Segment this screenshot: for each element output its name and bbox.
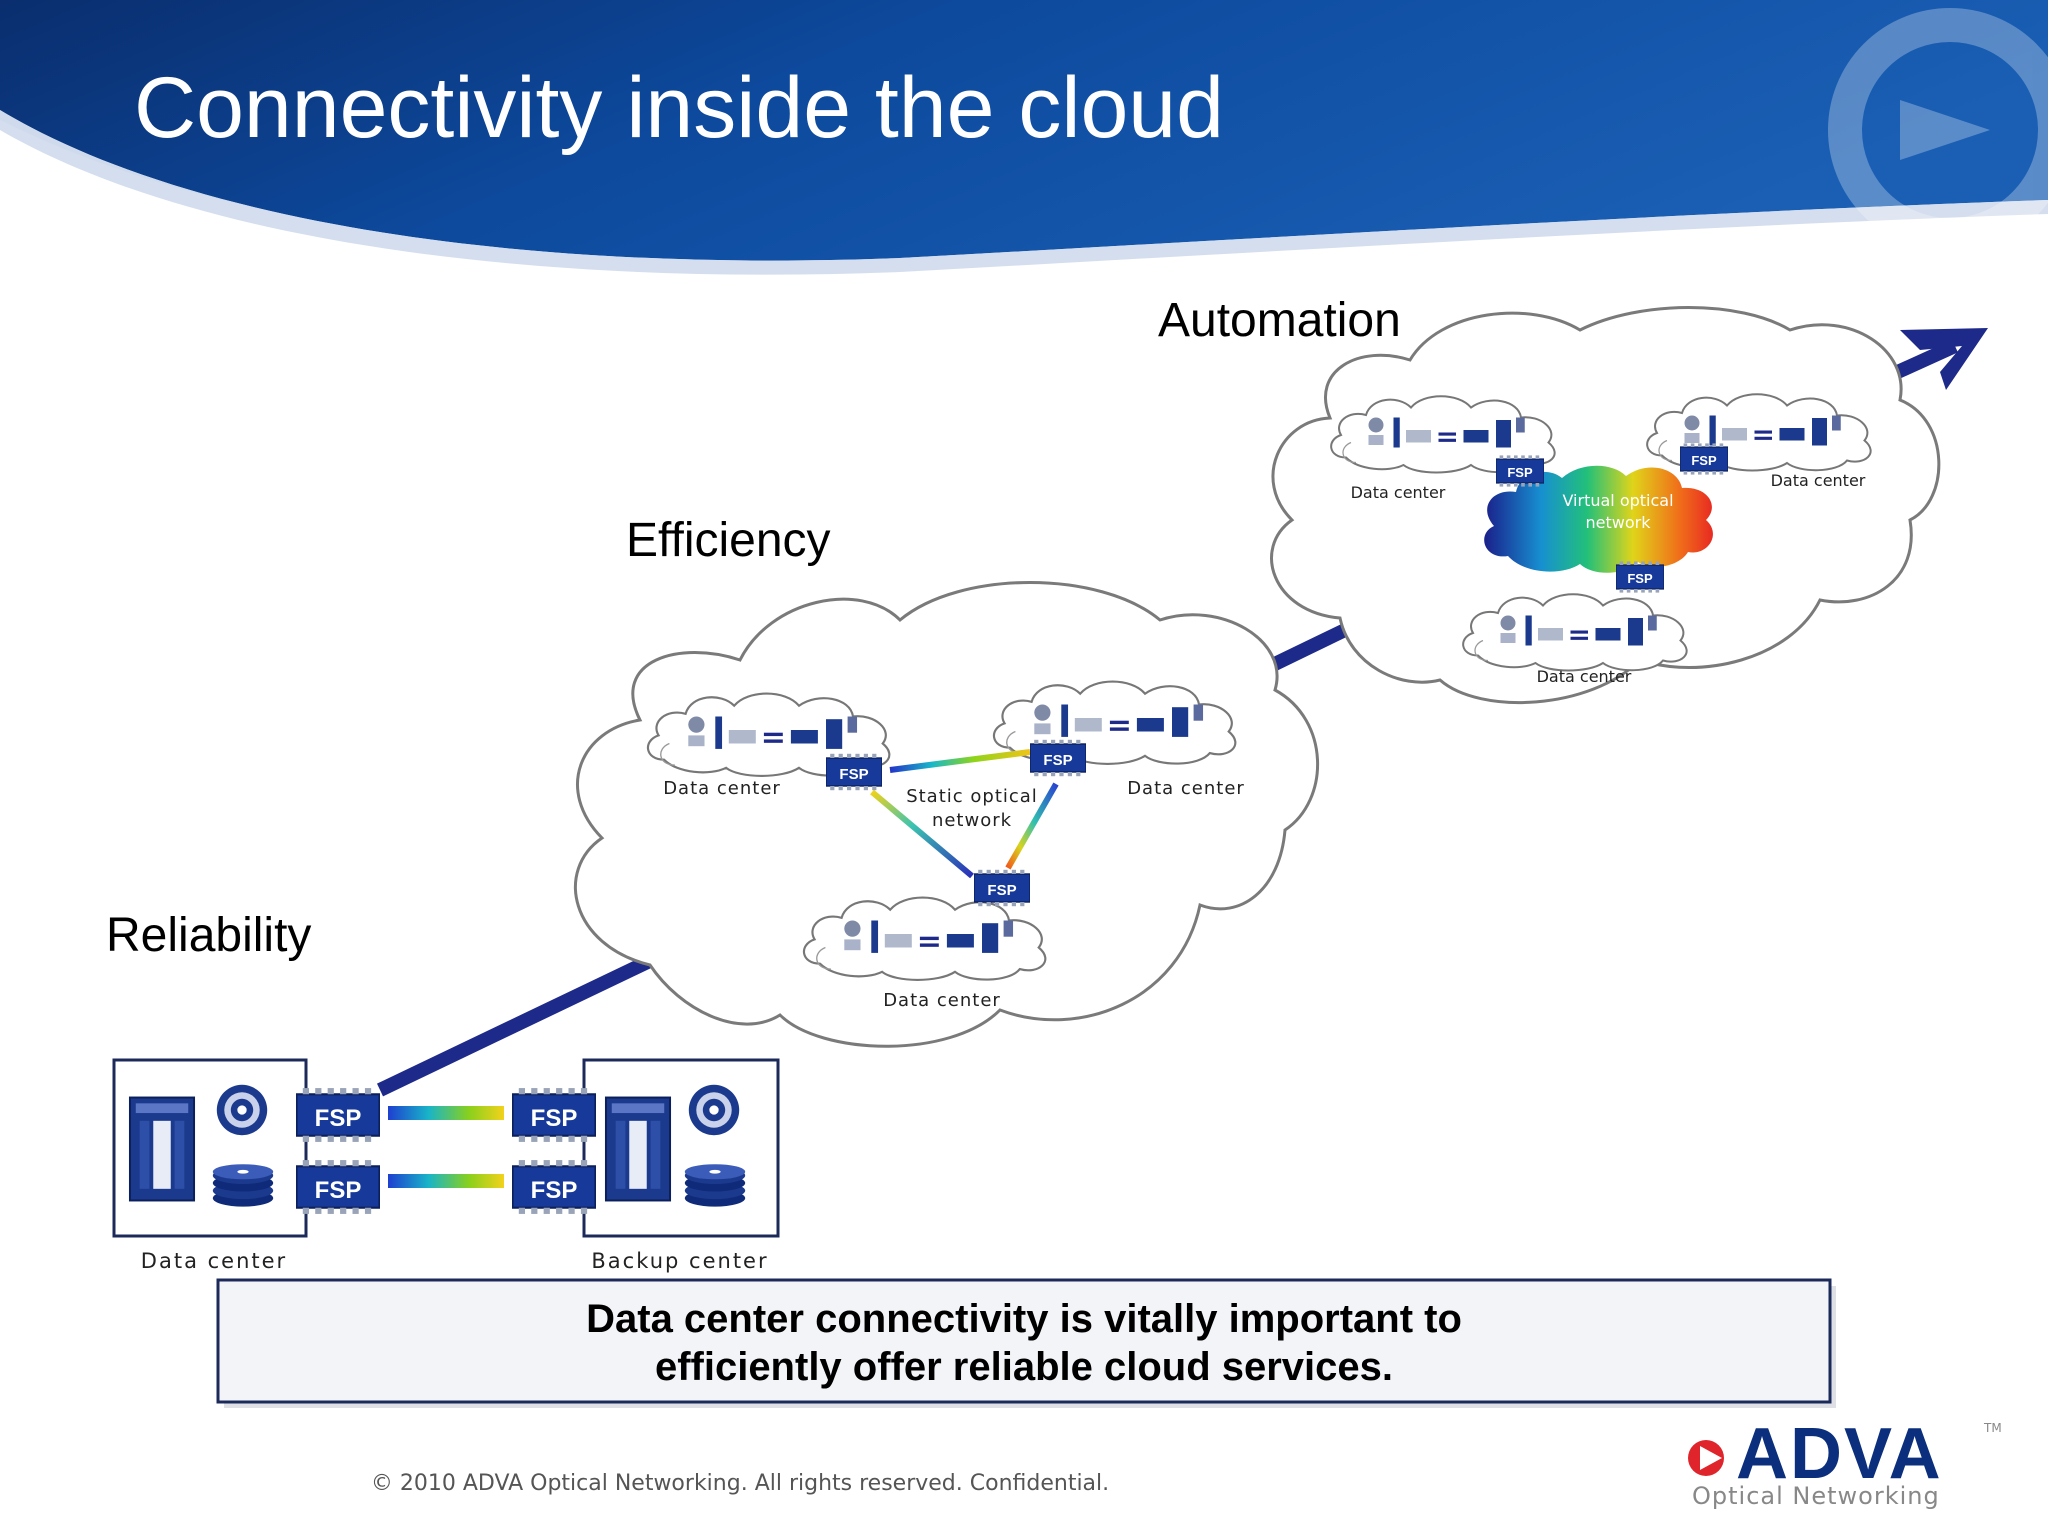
automation-site-bottom-label: Data center (1537, 667, 1632, 686)
disk-stack-icon (684, 1164, 746, 1207)
fsp-device: FSP (296, 1159, 380, 1215)
server-rack-icon (128, 1096, 196, 1202)
reliability-datacenter-site (112, 1058, 308, 1238)
callout-line-2: efficiently offer reliable cloud service… (655, 1345, 1393, 1389)
company-logo: ADVA TM Optical Networking (1688, 1414, 2002, 1510)
stage-label-reliability: Reliability (106, 909, 311, 962)
fsp-device: FSP (512, 1087, 596, 1143)
svg-text:FSP: FSP (1043, 752, 1072, 769)
efficiency-site-bottom-label: Data center (883, 990, 1001, 1011)
stage-label-automation: Automation (1158, 294, 1401, 347)
fsp-device: FSP (1496, 454, 1544, 488)
svg-text:FSP: FSP (315, 1105, 362, 1132)
reliability-datacenter-label: Data center (141, 1249, 287, 1273)
fsp-device: FSP (1616, 560, 1664, 594)
page-title: Connectivity inside the cloud (134, 60, 1224, 156)
fsp-device: FSP (512, 1159, 596, 1215)
callout-box: Data center connectivity is vitally impo… (216, 1278, 1836, 1408)
optical-link-top (388, 1106, 504, 1120)
header-banner (0, 0, 2048, 275)
stage-label-efficiency: Efficiency (626, 514, 831, 567)
logo-wordmark: ADVA (1736, 1414, 1943, 1494)
logo-subtitle: Optical Networking (1692, 1482, 1940, 1510)
svg-text:FSP: FSP (1691, 453, 1717, 468)
fsp-device: FSP (826, 753, 882, 791)
disk-stack-icon (212, 1164, 274, 1207)
footer-copyright: © 2010 ADVA Optical Networking. All righ… (371, 1471, 1109, 1496)
server-rack-icon (604, 1096, 672, 1202)
tape-reel-icon (216, 1084, 268, 1136)
header-swirl-icon (1828, 8, 2048, 252)
virtual-network-cloud (1484, 465, 1713, 573)
reliability-backup-site (582, 1058, 780, 1238)
efficiency-site-top-left-label: Data center (663, 778, 781, 799)
automation-site-top-right-label: Data center (1771, 471, 1866, 490)
optical-link (889, 749, 1031, 773)
static-network-label-line1: Static optical (906, 786, 1038, 807)
svg-text:FSP: FSP (1627, 571, 1653, 586)
optical-link (1005, 782, 1059, 870)
svg-text:FSP: FSP (987, 882, 1016, 899)
efficiency-diagram: FSP FSP FSP Data center Data center Data… (574, 581, 1320, 1048)
fsp-device: FSP (1680, 442, 1728, 476)
svg-text:FSP: FSP (315, 1177, 362, 1204)
reliability-backup-label: Backup center (591, 1249, 768, 1273)
virtual-network-label-line2: network (1586, 513, 1652, 532)
optical-link (870, 789, 974, 879)
efficiency-site-top-right-label: Data center (1127, 778, 1245, 799)
callout-line-1: Data center connectivity is vitally impo… (586, 1297, 1462, 1341)
logo-trademark: TM (1983, 1421, 2002, 1435)
static-network-label-line2: network (932, 810, 1012, 831)
svg-text:FSP: FSP (531, 1177, 578, 1204)
svg-text:FSP: FSP (531, 1105, 578, 1132)
automation-diagram: Virtual optical network FSP FSP FSP Data… (1270, 306, 1941, 705)
automation-site-top-left-label: Data center (1351, 483, 1446, 502)
fsp-device: FSP (974, 869, 1030, 907)
fsp-device: FSP (1030, 739, 1086, 777)
fsp-device: FSP (296, 1087, 380, 1143)
logo-mark-icon (1688, 1440, 1724, 1476)
tape-reel-icon (688, 1084, 740, 1136)
svg-text:FSP: FSP (839, 766, 868, 783)
optical-link-bottom (388, 1174, 504, 1188)
virtual-network-label-line1: Virtual optical (1562, 491, 1673, 510)
reliability-diagram: FSP FSP FSP FSP Data center Backup cente… (112, 1058, 780, 1273)
svg-text:FSP: FSP (1507, 465, 1533, 480)
